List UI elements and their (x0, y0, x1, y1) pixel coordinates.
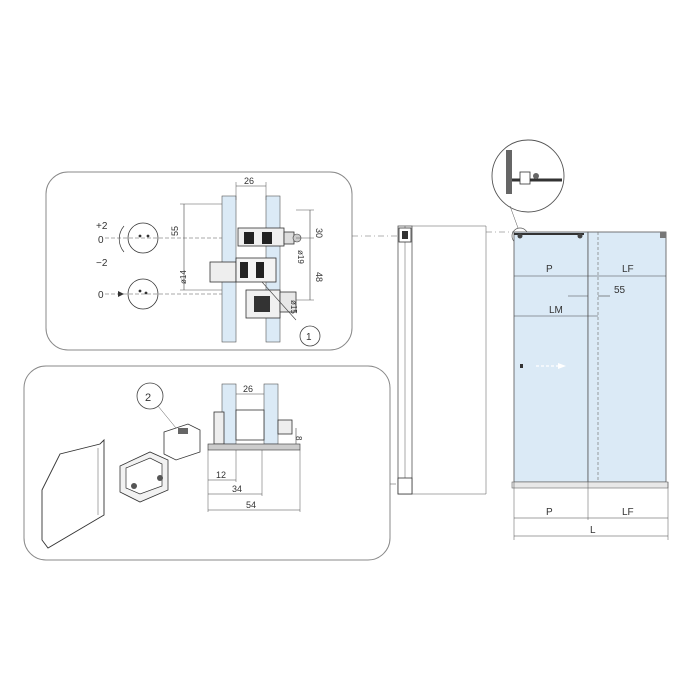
front-elevation: P LF 55 LM P LF L (486, 139, 669, 540)
guide-cap (163, 423, 201, 461)
adjust-zero: 0 (98, 235, 104, 246)
dim-55-top: 55 (170, 226, 180, 236)
adjust-plus2: +2 (96, 221, 108, 232)
adjust-disc-lower (105, 278, 222, 310)
dim-54: 54 (246, 500, 256, 510)
lower-roller (209, 257, 297, 321)
fixed-panel (513, 231, 589, 483)
callout-1-circle (299, 325, 321, 347)
floor-profile (207, 443, 301, 451)
callout-1: 1 (306, 332, 312, 343)
adjust-zero-lower: 0 (98, 290, 104, 301)
side-section (352, 225, 487, 495)
label-lf-bottom: LF (622, 507, 634, 518)
dim-12: 12 (216, 470, 226, 480)
dim-d15: ø15 (289, 300, 298, 314)
label-lm: LM (549, 305, 563, 316)
dim-48: 48 (314, 272, 324, 282)
label-p-top: P (546, 264, 553, 275)
dim-d14: ø14 (179, 270, 188, 284)
bottom-detail-panel: 2 26 8 12 34 54 (23, 365, 391, 561)
dim-26-top: 26 (244, 176, 254, 186)
upper-roller (237, 227, 302, 247)
callout-2-circle (136, 382, 164, 410)
dim-30: 30 (314, 228, 324, 238)
adjust-minus2: −2 (96, 258, 108, 269)
glass-perspective (41, 438, 105, 549)
adjust-disc-upper (105, 222, 222, 254)
label-l: L (590, 525, 596, 536)
floor-guide-block (119, 451, 169, 503)
label-55: 55 (614, 285, 626, 296)
label-p-bottom: P (546, 507, 553, 518)
dim-8: 8 (294, 436, 303, 441)
dim-d19: ø19 (296, 250, 305, 264)
label-lf-top: LF (622, 264, 634, 275)
top-detail-panel: 26 30 48 ø19 ø15 ø14 (45, 171, 353, 351)
callout-2: 2 (145, 392, 151, 404)
dim-26-bottom: 26 (243, 384, 253, 394)
sliding-panel (587, 231, 667, 483)
dim-34: 34 (232, 484, 242, 494)
